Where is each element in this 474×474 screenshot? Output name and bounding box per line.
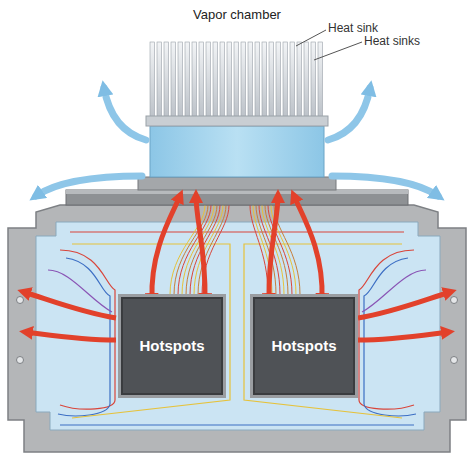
mount-hole	[451, 357, 458, 364]
leader-line	[296, 30, 326, 46]
airflow-arrow	[332, 176, 438, 196]
heat-arrow	[24, 292, 116, 318]
lid-highlight	[66, 190, 408, 194]
heat-sink-fin	[192, 42, 197, 122]
thermal-leads	[170, 205, 300, 295]
circuit-trace	[70, 231, 404, 232]
circuit-traces	[48, 232, 426, 425]
heat-sink-fin	[171, 42, 176, 122]
heat-sink-fin	[213, 42, 218, 122]
airflow-arrows	[36, 88, 438, 196]
heat-sink-fin	[206, 42, 211, 122]
heat-sink-fin	[150, 42, 155, 122]
heat-sink-fin	[269, 42, 274, 122]
chip-label: Hotspots	[140, 338, 205, 355]
heat-sink-fin	[227, 42, 232, 122]
heat-arrow	[196, 196, 205, 300]
heat-sink-fin	[220, 42, 225, 122]
heat-sink-fin	[283, 42, 288, 122]
enclosure	[8, 205, 466, 452]
airflow-arrow	[328, 88, 370, 140]
part-label: Heat sinks	[364, 34, 420, 48]
heat-arrow	[294, 196, 322, 300]
circuit-trace	[48, 270, 112, 312]
heat-arrow	[358, 292, 450, 318]
circuit-trace	[60, 424, 414, 425]
airflow-arrow	[104, 88, 146, 140]
mount-hole	[17, 357, 24, 364]
part-label: Heat sink	[328, 21, 378, 35]
circuit-trace	[362, 270, 426, 312]
vapor-cavity	[36, 222, 440, 430]
heat-arrow	[269, 196, 278, 300]
chip-die: Hotspots	[118, 294, 226, 398]
heat-sink-fin	[164, 42, 169, 122]
lid-plate	[66, 190, 408, 205]
heat-sink-fin	[311, 42, 316, 122]
heat-arrows	[24, 196, 450, 340]
heat-arrow	[152, 196, 180, 300]
chip-die: Hotspots	[250, 294, 358, 398]
circuit-trace	[359, 250, 414, 409]
heat-sink-fin	[199, 42, 204, 122]
heat-sink-fin	[248, 42, 253, 122]
heat-sink-fin	[304, 42, 309, 122]
heat-sink-fin	[262, 42, 267, 122]
heat-sink-fin	[157, 42, 162, 122]
heat-sink-fin	[178, 42, 183, 122]
heat-arrow	[26, 332, 116, 340]
spreader-plate	[138, 177, 336, 190]
heat-sink-fin	[185, 42, 190, 122]
mount-hole	[17, 297, 24, 304]
heat-sink-fin	[234, 42, 239, 122]
heat-sink-fin	[241, 42, 246, 122]
heat-sink-fin	[255, 42, 260, 122]
heat-arrow	[358, 332, 448, 340]
chip-label: Hotspots	[272, 338, 337, 355]
leader-line	[314, 42, 362, 60]
mount-hole	[451, 297, 458, 304]
vapor-chamber-block	[150, 126, 324, 177]
heat-sink-fin	[297, 42, 302, 122]
circuit-trace	[60, 250, 115, 409]
diagram-title: Vapor chamber	[137, 7, 337, 22]
heat-sink-fin	[290, 42, 295, 122]
airflow-arrow	[36, 176, 142, 196]
heat-sink-fins	[150, 42, 323, 122]
fin-base	[146, 116, 328, 126]
heat-sink-fin	[318, 42, 323, 122]
heat-sink-fin	[276, 42, 281, 122]
